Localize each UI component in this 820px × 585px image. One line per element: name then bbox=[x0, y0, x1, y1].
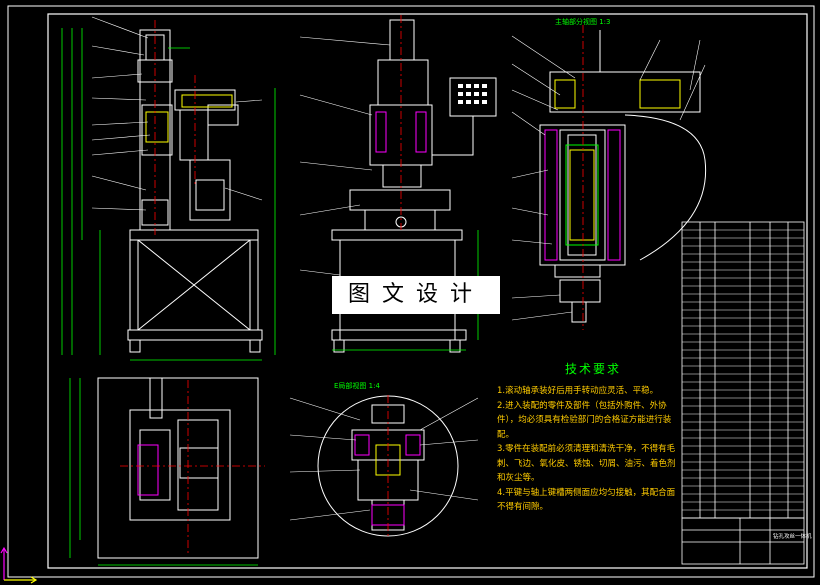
detail-e-hatch bbox=[354, 434, 421, 526]
top-view-centerlines bbox=[120, 380, 265, 556]
technical-requirements-list: 1.滚动轴承装好后用手转动应灵活、平稳。 2.进入装配的零件及部件（包括外购件、… bbox=[497, 384, 677, 515]
title-block-name: 钻孔攻丝一体机 bbox=[773, 532, 812, 540]
spindle-section-green bbox=[565, 144, 599, 246]
side-view-keypad bbox=[458, 84, 487, 104]
outer-border bbox=[7, 5, 815, 578]
watermark: 图文设计 bbox=[332, 276, 500, 314]
inner-border bbox=[47, 13, 808, 569]
side-view-leaders bbox=[299, 36, 391, 276]
top-view-hatch bbox=[137, 444, 159, 496]
top-view-dimensions bbox=[69, 378, 258, 566]
detail-e-leaders bbox=[289, 397, 479, 521]
spindle-section-fills bbox=[544, 129, 621, 261]
front-view-dimensions bbox=[61, 28, 276, 361]
spindle-section-yellow bbox=[554, 79, 681, 241]
front-view bbox=[127, 29, 263, 353]
spindle-leaders bbox=[511, 35, 706, 321]
parts-list bbox=[681, 221, 805, 519]
title-block bbox=[681, 517, 805, 565]
side-view-hatch bbox=[375, 111, 427, 153]
detail-e-label: E局部视图 1:4 bbox=[334, 381, 380, 390]
parts-list-rows bbox=[682, 229, 804, 511]
spindle-section bbox=[539, 30, 707, 323]
ucs-axis-icon bbox=[0, 546, 38, 584]
top-view bbox=[97, 377, 259, 559]
requirement-item: 3.零件在装配前必须清理和清洗干净，不得有毛刺、飞边、氧化皮、锈蚀、切屑、油污、… bbox=[497, 444, 676, 483]
spindle-section-label: 主轴部分视图 1:3 bbox=[555, 17, 611, 26]
technical-requirements-title: 技术要求 bbox=[565, 362, 622, 376]
requirement-item: 4.平键与轴上键槽两侧面应均匀接触，其配合面不得有间隙。 bbox=[497, 487, 676, 513]
front-view-hatch bbox=[145, 94, 233, 143]
requirement-item: 2.进入装配的零件及部件（包括外购件、外协件），均必须具有检验部门的合格证方能进… bbox=[497, 400, 672, 440]
front-view-centerlines bbox=[154, 20, 196, 235]
requirement-item: 1.滚动轴承装好后用手转动应灵活、平稳。 bbox=[497, 386, 659, 396]
front-view-leaders bbox=[91, 16, 263, 211]
